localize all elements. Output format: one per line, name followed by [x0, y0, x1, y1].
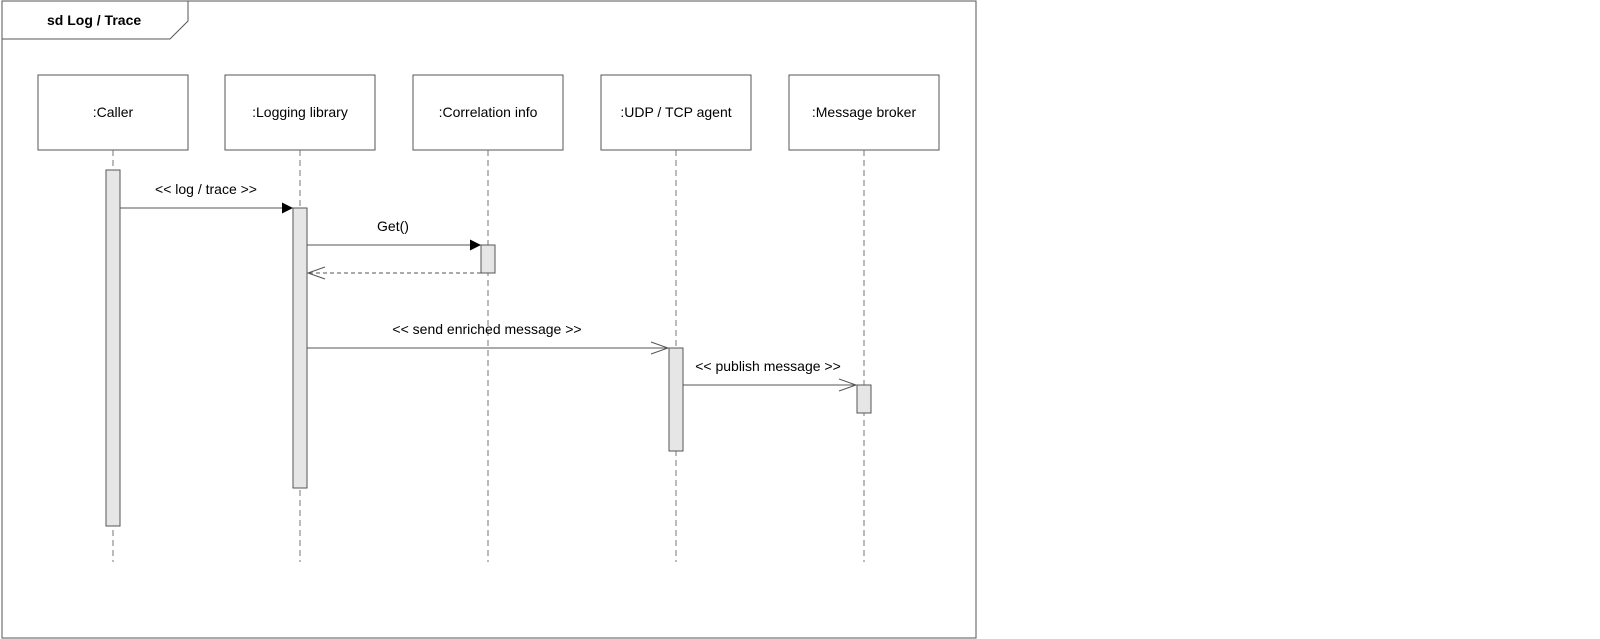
- lifeline-correlation: :Correlation info: [412, 74, 564, 562]
- message-get: Get(): [307, 218, 481, 251]
- message-send-enriched: << send enriched message >>: [307, 321, 670, 355]
- lifeline-logging-head: [224, 74, 376, 151]
- activation-broker: [856, 384, 872, 414]
- message-send-enriched-label: << send enriched message >>: [392, 321, 581, 337]
- activation-agent: [668, 347, 684, 452]
- lifeline-broker: :Message broker: [788, 74, 940, 562]
- message-publish: << publish message >>: [683, 358, 858, 392]
- lifeline-broker-label: :Message broker: [812, 104, 917, 120]
- message-log-trace: << log / trace >>: [120, 181, 293, 214]
- lifeline-logging: :Logging library: [224, 74, 376, 562]
- lifeline-broker-head: [788, 74, 940, 151]
- message-publish-label: << publish message >>: [695, 358, 841, 374]
- open-arrowhead: [650, 341, 670, 355]
- open-arrowhead: [838, 378, 858, 392]
- activation-logging: [292, 207, 308, 489]
- lifeline-agent: :UDP / TCP agent: [600, 74, 752, 562]
- lifeline-caller-head: [37, 74, 189, 151]
- lifeline-caller-label: :Caller: [93, 104, 134, 120]
- activation-correlation: [480, 244, 496, 274]
- frame-title: sd Log / Trace: [47, 12, 141, 28]
- lifeline-correlation-label: :Correlation info: [439, 104, 538, 120]
- lifeline-logging-label: :Logging library: [252, 104, 348, 120]
- lifeline-agent-label: :UDP / TCP agent: [620, 104, 731, 120]
- lifeline-agent-head: [600, 74, 752, 151]
- open-arrowhead: [306, 266, 326, 280]
- frame-title-tab: [2, 1, 189, 40]
- message-get-label: Get(): [377, 218, 409, 234]
- activation-caller: [105, 169, 121, 527]
- message-log-trace-label: << log / trace >>: [155, 181, 257, 197]
- message-get-return: [306, 266, 481, 280]
- filled-arrowhead: [282, 202, 293, 214]
- lifeline-caller: :Caller: [37, 74, 189, 562]
- filled-arrowhead: [470, 239, 481, 251]
